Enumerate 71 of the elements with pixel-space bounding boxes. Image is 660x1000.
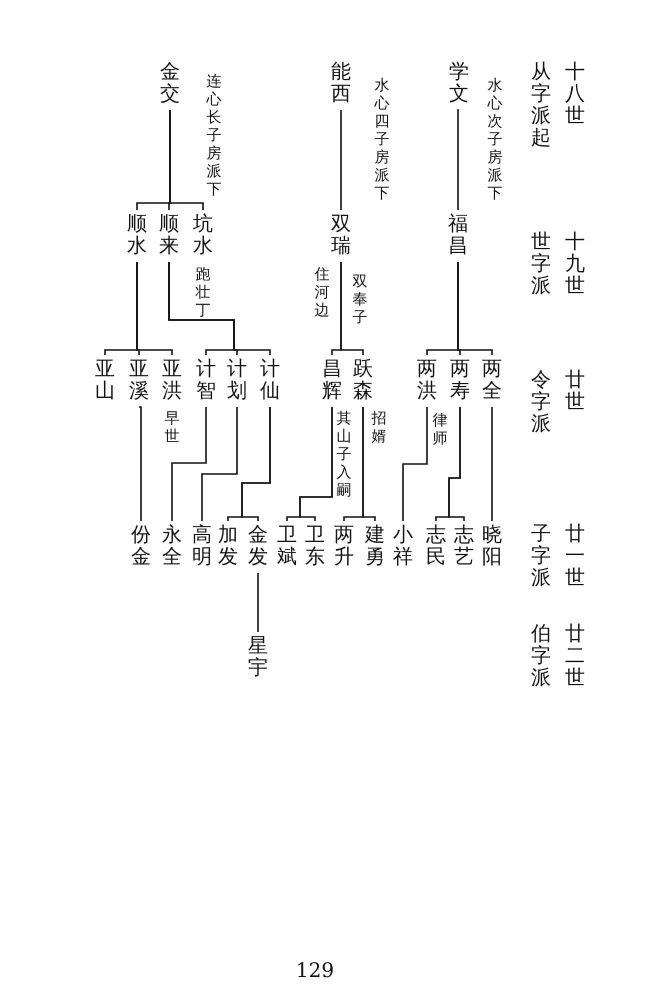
person-name: 亚溪 xyxy=(128,355,150,404)
note-text: 招婿 xyxy=(371,409,387,445)
lineage-line xyxy=(340,262,364,355)
person-name: 建勇 xyxy=(364,521,386,570)
person-name: 跃森 xyxy=(352,355,374,404)
person-name: 志艺 xyxy=(454,521,474,570)
person-name: 高明 xyxy=(192,521,212,570)
person-name: 星宇 xyxy=(248,632,268,681)
person-name: 份金 xyxy=(130,521,152,570)
note-text: 双奉子 xyxy=(352,272,368,326)
note-text: 水心次子房派下 xyxy=(487,76,503,202)
note-text: 早世 xyxy=(164,409,180,445)
branch-label: 令字派 xyxy=(530,368,552,434)
lineage-line xyxy=(136,262,173,355)
page-number: 129 xyxy=(296,958,334,982)
person-name: 金发 xyxy=(248,521,268,570)
note-text: 水心四子房派下 xyxy=(374,76,390,202)
lineage-line xyxy=(168,262,271,355)
person-name: 永全 xyxy=(162,521,182,570)
note-text: 其山子入嗣 xyxy=(336,409,352,499)
person-name: 金交 xyxy=(160,58,180,107)
person-name: 卫东 xyxy=(304,521,326,570)
branch-label: 子字派 xyxy=(530,522,552,588)
person-name: 计智 xyxy=(196,355,216,404)
person-name: 卫斌 xyxy=(276,521,298,570)
lineage-line xyxy=(201,407,238,521)
lineage-line xyxy=(241,407,271,521)
lineage-line xyxy=(491,407,493,521)
person-name: 加发 xyxy=(218,521,238,570)
generation-label: 十九世 xyxy=(564,230,586,296)
person-name: 志民 xyxy=(426,521,446,570)
person-name: 双瑞 xyxy=(330,210,352,259)
lineage-line xyxy=(171,407,207,521)
lineage-line xyxy=(402,407,428,521)
person-name: 顺来 xyxy=(158,210,180,259)
lineage-line xyxy=(448,407,465,521)
lineage-line xyxy=(457,109,460,210)
note-text: 住河边 xyxy=(314,265,330,319)
person-name: 两寿 xyxy=(450,355,470,404)
lineage-line xyxy=(299,407,333,521)
person-name: 两升 xyxy=(334,521,354,570)
person-name: 福昌 xyxy=(448,210,468,259)
lineage-line xyxy=(169,110,204,210)
person-name: 学文 xyxy=(448,58,470,107)
lineage-line xyxy=(340,110,342,210)
person-name: 亚洪 xyxy=(162,355,182,404)
lineage-line xyxy=(139,406,142,521)
lineage-line xyxy=(457,262,493,355)
person-name: 计仙 xyxy=(260,355,280,404)
person-name: 顺水 xyxy=(126,210,148,259)
branch-label: 从字派起 xyxy=(530,60,552,148)
generation-label: 十八世 xyxy=(564,60,586,126)
note-text: 律师 xyxy=(432,411,448,447)
person-name: 能西 xyxy=(330,58,352,107)
person-name: 两洪 xyxy=(416,355,438,404)
note-text: 跑壮丁 xyxy=(195,265,211,319)
branch-label: 伯字派 xyxy=(530,622,552,688)
generation-label: 廿二世 xyxy=(564,622,586,688)
note-text: 连心长子房派下 xyxy=(206,72,222,198)
generation-label: 廿一世 xyxy=(564,522,586,588)
person-name: 昌辉 xyxy=(322,355,342,404)
person-name: 亚山 xyxy=(94,355,116,404)
person-name: 两全 xyxy=(482,355,502,404)
person-name: 晓阳 xyxy=(482,521,502,570)
branch-label: 世字派 xyxy=(530,230,552,296)
lineage-line xyxy=(362,407,376,521)
lineage-line xyxy=(257,573,259,632)
generation-label: 廿世 xyxy=(564,368,586,412)
person-name: 计划 xyxy=(226,355,248,404)
person-name: 坑水 xyxy=(192,210,214,259)
person-name: 小祥 xyxy=(392,521,414,570)
